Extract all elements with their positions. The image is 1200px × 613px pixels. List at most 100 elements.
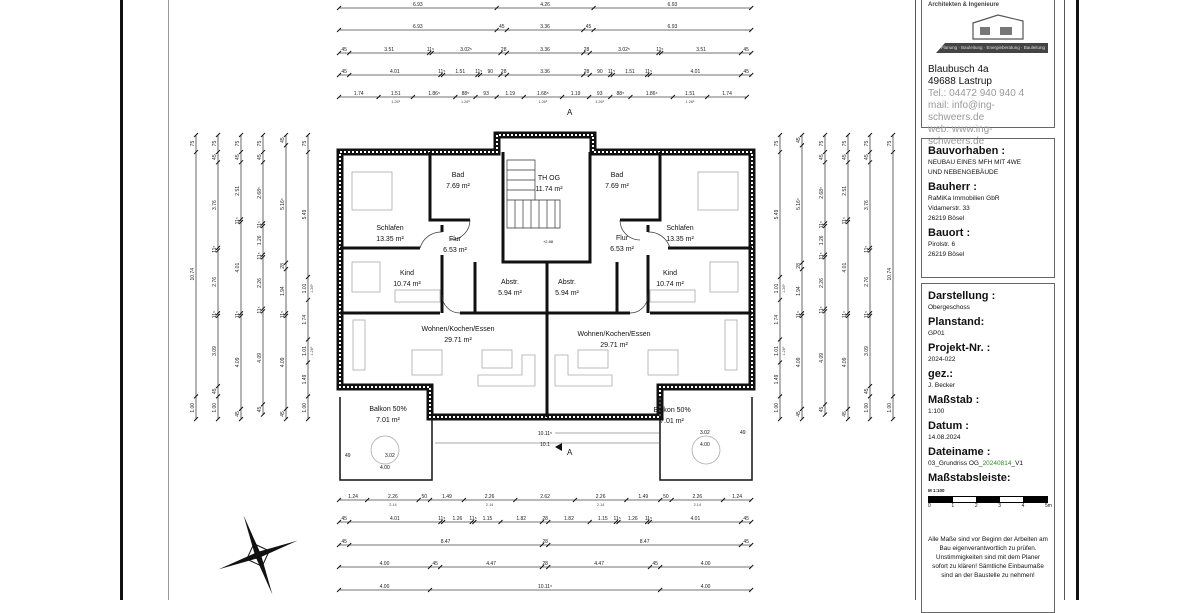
dimension-tick xyxy=(364,497,370,503)
dimension-label: 45 xyxy=(257,154,263,160)
dimension-tick xyxy=(305,416,311,422)
dimension-sublabel: 1.26⁵ xyxy=(391,100,400,104)
dimension-tick xyxy=(867,313,873,319)
dimension-label: 45 xyxy=(341,539,347,545)
scalebar-title: M 1:100 xyxy=(928,488,945,493)
dimension-tick xyxy=(580,50,586,56)
dimension-tick xyxy=(521,94,527,100)
dimension-tick xyxy=(238,310,244,316)
dimension-tick xyxy=(586,94,592,100)
dimension-tick xyxy=(799,260,805,266)
dimension-tick xyxy=(738,72,744,78)
dimension-label: 93 xyxy=(483,91,489,97)
dimension-tick xyxy=(867,248,873,253)
dimension-tick xyxy=(283,260,289,266)
dimension-label: 8.47 xyxy=(441,539,451,545)
room-name: Kind xyxy=(663,270,677,277)
room-area: 7.01 m² xyxy=(376,417,400,424)
company-web[interactable]: web: www.ing-schweers.de xyxy=(928,124,993,147)
bed-right xyxy=(697,171,739,211)
dimension-label: 1.00 xyxy=(887,403,893,413)
dimension-tick xyxy=(215,310,221,316)
dimension-tick xyxy=(260,402,266,407)
dimension-tick xyxy=(748,27,754,33)
dimension-tick xyxy=(822,308,828,314)
dateiname-value: 03_Grundriss OG_20240814_V1 xyxy=(928,459,1048,469)
dimension-label: 11⁵ xyxy=(819,221,825,228)
dimension-tick xyxy=(427,564,433,570)
dimension-label: 5.49 xyxy=(302,209,308,219)
kid-bed-left xyxy=(351,261,381,293)
dimension-label: 45 xyxy=(743,539,749,545)
dimension-tick xyxy=(644,72,650,78)
room-area: 5.94 m² xyxy=(555,290,579,297)
dimension-label: 11⁵ xyxy=(257,306,263,313)
balcony-width-right: 3.02 xyxy=(700,430,710,436)
dimension-tick xyxy=(346,72,352,78)
dimension-tick xyxy=(657,497,663,503)
dimension-tick xyxy=(799,132,805,138)
dimension-tick xyxy=(890,394,896,399)
tv-table-left xyxy=(481,349,513,369)
dimension-label: 1.94 xyxy=(796,286,802,296)
dimension-tick xyxy=(845,219,851,225)
dimension-label: 1.01 xyxy=(302,283,308,293)
dining-table-left xyxy=(411,349,443,376)
company-mail[interactable]: mail: info@ing-schweers.de xyxy=(928,100,995,123)
dimension-tick xyxy=(336,50,342,56)
dimension-label: 88⁵ xyxy=(617,91,625,97)
dimension-label: 1.15 xyxy=(598,516,608,522)
dimension-tick xyxy=(647,519,653,525)
dimension-label: 45 xyxy=(432,561,438,567)
sofa-right xyxy=(554,354,613,387)
dimension-sublabel: 1.26⁵ xyxy=(538,100,547,104)
dimension-label: 45 xyxy=(235,154,241,160)
dimension-tick xyxy=(193,394,199,399)
room-name: Abstr. xyxy=(558,279,576,286)
dimension-label: 45 xyxy=(864,154,870,160)
dimension-tick xyxy=(475,72,480,78)
dimension-label: 1.19 xyxy=(571,91,581,97)
dimension-label: 1.26 xyxy=(628,516,638,522)
dimension-tick xyxy=(628,94,633,100)
dimension-label: 1.51 xyxy=(625,69,635,75)
dimension-sublabel: 1.26⁵ xyxy=(595,100,604,104)
dimension-tick xyxy=(260,132,266,138)
title-block: Architekten & Ingenieure Planung · Baule… xyxy=(915,0,1065,613)
dimension-label: 11⁵ xyxy=(608,69,615,75)
kitchen-right xyxy=(724,319,738,371)
dimension-label: 1.00 xyxy=(212,403,218,413)
dimension-tick xyxy=(890,149,896,155)
dimension-tick xyxy=(215,248,221,253)
dimension-label: 4.01 xyxy=(691,69,701,75)
bauort-line-2: 26219 Bösel xyxy=(928,251,965,258)
dimension-sublabel: 1.26⁵ xyxy=(310,284,314,293)
dimension-tick xyxy=(545,542,551,548)
dimension-label: 4.00 xyxy=(380,584,390,590)
dimension-tick xyxy=(845,159,851,165)
dimension-label: 10.74 xyxy=(887,268,893,281)
dimension-label: 3.76 xyxy=(212,200,218,210)
dimension-tick xyxy=(504,50,510,56)
dimension-tick xyxy=(498,72,503,78)
dimension-label: 3.36 xyxy=(540,24,550,30)
dimension-tick xyxy=(580,72,586,78)
room-name: Wohnen/Kochen/Essen xyxy=(421,326,494,333)
dimension-tick xyxy=(867,383,873,389)
dimension-tick xyxy=(336,497,342,503)
section-marker-bottom: A xyxy=(567,448,573,457)
dimension-label: 4.00 xyxy=(380,561,390,567)
dimension-label: 1.51 xyxy=(455,69,465,75)
dimension-label: 5.16⁵ xyxy=(280,198,286,210)
room-name: Flur xyxy=(449,236,462,243)
dimension-tick xyxy=(580,27,586,33)
darstellung-label: Darstellung : xyxy=(928,290,996,302)
dimension-tick xyxy=(647,72,653,78)
dimension-tick xyxy=(777,274,783,280)
dimension-label: 1.15 xyxy=(483,516,493,522)
dimension-tick xyxy=(656,50,661,56)
